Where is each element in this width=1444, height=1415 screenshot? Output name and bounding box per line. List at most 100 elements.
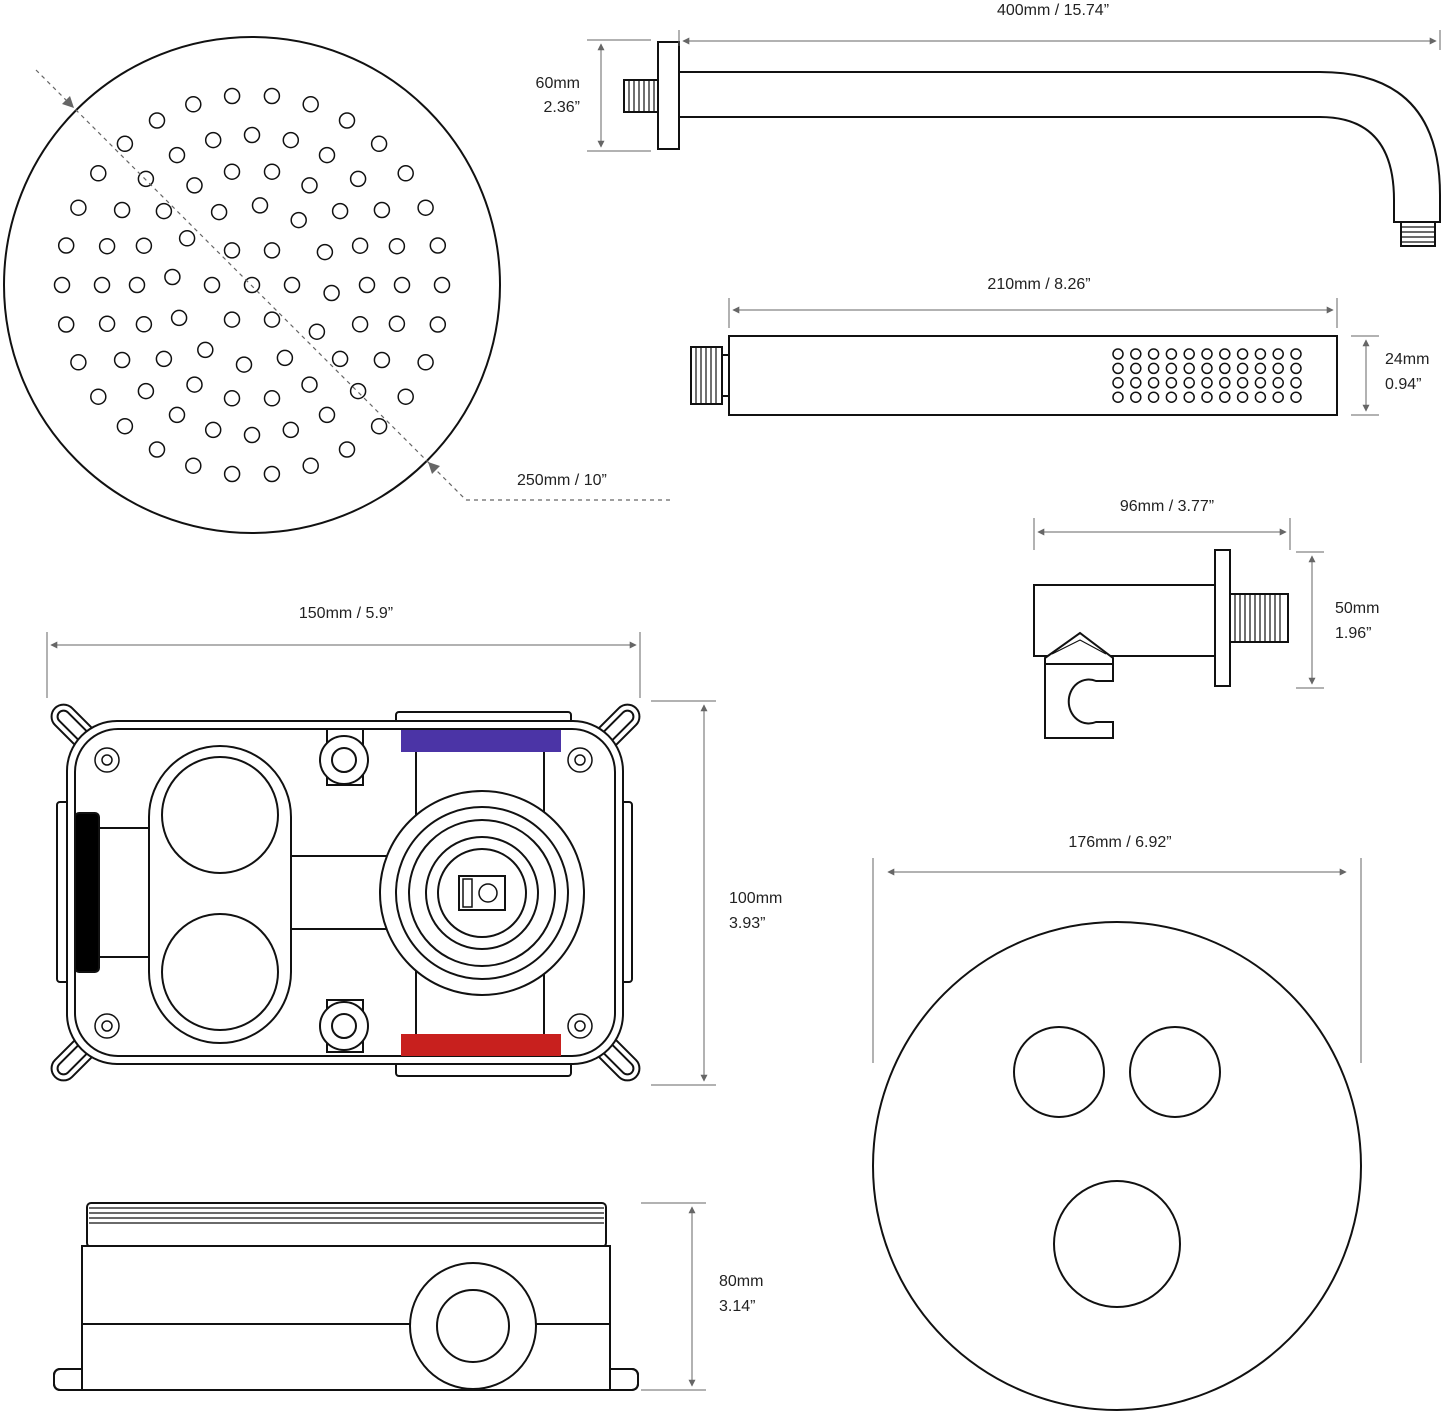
nozzle — [116, 135, 134, 153]
valve-body-depth-in-label: 3.14” — [719, 1298, 756, 1315]
shower-arm-height-mm-label: 60mm — [535, 75, 580, 92]
nozzle — [168, 146, 186, 164]
hand-nozzle — [1290, 391, 1302, 403]
nozzle — [282, 131, 300, 149]
nozzle — [301, 376, 318, 393]
hand-nozzle — [1183, 377, 1195, 389]
control-plate — [872, 921, 1362, 1411]
nozzle — [116, 417, 134, 435]
hand-nozzle — [1183, 362, 1195, 375]
nozzle — [429, 316, 447, 333]
hand-shower — [690, 335, 1338, 416]
hand-nozzle — [1272, 362, 1284, 375]
nozzle — [203, 276, 221, 294]
control-button-large[interactable] — [1053, 1180, 1181, 1308]
nozzle — [283, 276, 301, 294]
nozzle — [204, 421, 222, 439]
hand-shower-neck — [721, 354, 730, 397]
nozzle — [185, 96, 202, 113]
valve-body-height-in-label: 3.93” — [729, 915, 766, 932]
nozzle — [263, 390, 281, 407]
valve-bottom-boss-inner — [331, 1013, 357, 1039]
cold-water-marker — [401, 730, 561, 752]
nozzle — [70, 199, 87, 216]
valve-body-front — [50, 703, 641, 1082]
nozzle — [90, 388, 107, 405]
shower-head-outline — [3, 36, 501, 534]
valve-side-dimension-lines — [641, 1202, 706, 1391]
hand-nozzle — [1201, 391, 1213, 403]
hand-nozzle — [1130, 377, 1142, 389]
nozzle — [223, 311, 241, 328]
nozzle — [388, 315, 406, 333]
hand-nozzle — [1147, 377, 1160, 389]
nozzle — [397, 388, 414, 405]
nozzle — [358, 276, 376, 294]
hand-shower-dimension-lines — [728, 298, 1379, 416]
valve-side-port-inner — [436, 1289, 510, 1363]
valve-side-thread-lines — [89, 1207, 604, 1224]
hand-nozzle — [1254, 391, 1267, 403]
nozzle — [370, 135, 388, 153]
nozzle — [70, 354, 87, 371]
nozzle — [170, 309, 188, 327]
shower-head-nozzles — [53, 87, 451, 483]
hand-nozzle — [1147, 348, 1160, 360]
nozzle — [318, 406, 336, 424]
hand-nozzle — [1290, 362, 1302, 375]
hand-nozzle — [1236, 391, 1249, 403]
outlet-thread — [1229, 593, 1289, 643]
hand-nozzle — [1165, 362, 1178, 375]
hand-nozzle — [1147, 391, 1160, 403]
hand-nozzle — [1183, 391, 1195, 403]
valve-side-thread — [86, 1202, 607, 1248]
nozzle — [263, 465, 281, 483]
hand-nozzle — [1254, 362, 1267, 375]
nozzle — [223, 163, 241, 180]
arm-dimension-lines — [587, 30, 1441, 152]
nozzle — [98, 237, 116, 255]
wall-outlet-height-mm-label: 50mm — [1335, 600, 1380, 617]
nozzle — [128, 276, 146, 294]
nozzle — [98, 315, 116, 333]
valve-diverter-spindle — [458, 875, 506, 911]
valve-left-seal — [74, 812, 100, 973]
arm-pipe — [679, 71, 1441, 223]
nozzle — [223, 87, 241, 105]
valve-body-height-mm-label: 100mm — [729, 890, 783, 907]
hand-nozzle — [1290, 377, 1302, 389]
valve-diverter-ring-2 — [395, 806, 569, 980]
nozzle — [113, 201, 131, 219]
hand-shower-thickness-in-label: 0.94” — [1385, 376, 1422, 393]
nozzle — [113, 351, 131, 369]
nozzle — [318, 146, 336, 164]
nozzle — [351, 316, 369, 333]
nozzle — [57, 237, 75, 254]
nozzle — [263, 311, 281, 328]
hand-nozzle — [1112, 348, 1124, 360]
wall-outlet-dimension-lines — [1033, 518, 1324, 689]
diameter-arrow-bottom — [428, 462, 440, 474]
nozzle — [301, 177, 318, 194]
nozzle — [186, 177, 203, 194]
hand-shower-thickness-mm-label: 24mm — [1385, 351, 1430, 368]
nozzle — [235, 356, 253, 373]
nozzle — [351, 237, 369, 254]
holder-cradle-inner — [1051, 639, 1107, 655]
valve-cartridge-chamber — [148, 745, 292, 1044]
wall-outlet-height-in-label: 1.96” — [1335, 625, 1372, 642]
control-button-left[interactable] — [1013, 1026, 1105, 1118]
hand-nozzle — [1112, 391, 1124, 403]
control-button-right[interactable] — [1129, 1026, 1221, 1118]
hand-nozzle — [1272, 377, 1284, 389]
hand-nozzle — [1219, 362, 1231, 375]
hand-nozzle — [1236, 362, 1249, 375]
nozzle — [135, 316, 153, 333]
valve-diverter-ring-1 — [379, 790, 585, 996]
shower-head-diameter-label: 250mm / 10” — [517, 472, 607, 489]
valve-body-side — [53, 1202, 639, 1391]
hand-nozzle — [1254, 348, 1267, 360]
nozzle — [397, 165, 414, 182]
nozzle — [168, 406, 186, 424]
